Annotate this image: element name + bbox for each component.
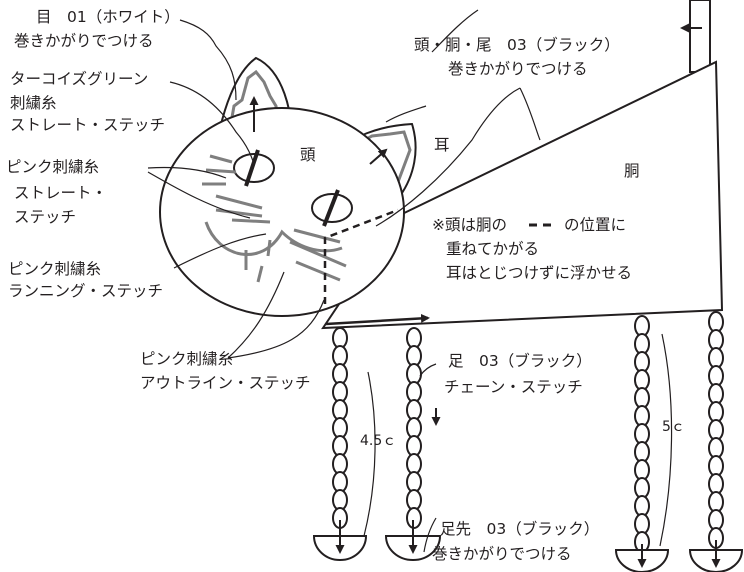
- turquoise-label-line2: 刺繍糸: [10, 94, 57, 112]
- body-join-label-line2: 巻きかがりでつける: [448, 60, 588, 78]
- turquoise-label-line1: ターコイズグリーン: [10, 70, 149, 88]
- leg-back-right: [708, 311, 724, 549]
- legs: [332, 311, 724, 553]
- pink-straight-label-line2: ストレート・: [14, 184, 108, 202]
- ear-arrow-right: [369, 148, 388, 165]
- overlap-note-line3: 耳はとじつけずに浮かせる: [446, 264, 633, 282]
- eye-label-line2: 巻きかがりでつける: [14, 32, 154, 50]
- pink-running-label-line1: ピンク刺繍糸: [8, 260, 102, 278]
- leader-lines: [147, 9, 541, 553]
- eye-label-line1: 目 01（ホワイト）: [36, 8, 180, 26]
- torso-label: 胴: [624, 162, 640, 180]
- leg-front-right: [406, 327, 422, 529]
- head-overlap-dashes: [323, 208, 399, 304]
- pink-running-label-line2: ランニング・ステッチ: [8, 282, 164, 300]
- leg-front-left: [332, 327, 348, 529]
- head-label: 頭: [300, 146, 316, 164]
- right-ear-stitch: [353, 130, 412, 183]
- pink-straight-label-line3: ステッチ: [14, 208, 77, 226]
- ear-label: 耳: [434, 136, 450, 154]
- running-stitch: [244, 239, 272, 283]
- leg-back-left: [634, 315, 650, 553]
- whiskers: [202, 154, 347, 282]
- foot-label-line2: 巻きかがりでつける: [432, 545, 572, 563]
- pink-straight-label-line1: ピンク刺繍糸: [6, 158, 100, 176]
- front-leg-length: 4.5ｃ: [360, 433, 397, 449]
- overlap-note-line1b: の位置に: [564, 216, 627, 234]
- body-arrow: [325, 313, 430, 326]
- left-eye: [233, 149, 275, 187]
- mouth: [204, 221, 343, 256]
- left-ear-stitch: [226, 69, 282, 141]
- pink-outline-label-line2: アウトライン・ステッチ: [140, 374, 311, 392]
- head-outline: [159, 107, 405, 317]
- turquoise-label-line3: ストレート・ステッチ: [10, 116, 166, 134]
- back-leg-length: 5ｃ: [662, 419, 685, 435]
- overlap-note-line1a: ※頭は胴の: [432, 216, 507, 234]
- dim-curve-front: [363, 371, 376, 537]
- leg-label-line2: チェーン・ステッチ: [444, 378, 583, 396]
- overlap-note-line2: 重ねてかがる: [446, 240, 540, 258]
- pink-outline-label-line1: ピンク刺繍糸: [140, 350, 234, 368]
- foot-label-line1: 足先 03（ブラック）: [440, 520, 600, 538]
- dim-curve-back: [659, 333, 673, 547]
- foot-arrows: [335, 408, 721, 568]
- right-eye: [311, 189, 353, 227]
- body-join-label-line1: 頭・胴・尾 03（ブラック）: [414, 36, 620, 54]
- leg-label-line1: 足 03（ブラック）: [448, 352, 592, 370]
- tail: [680, 0, 711, 73]
